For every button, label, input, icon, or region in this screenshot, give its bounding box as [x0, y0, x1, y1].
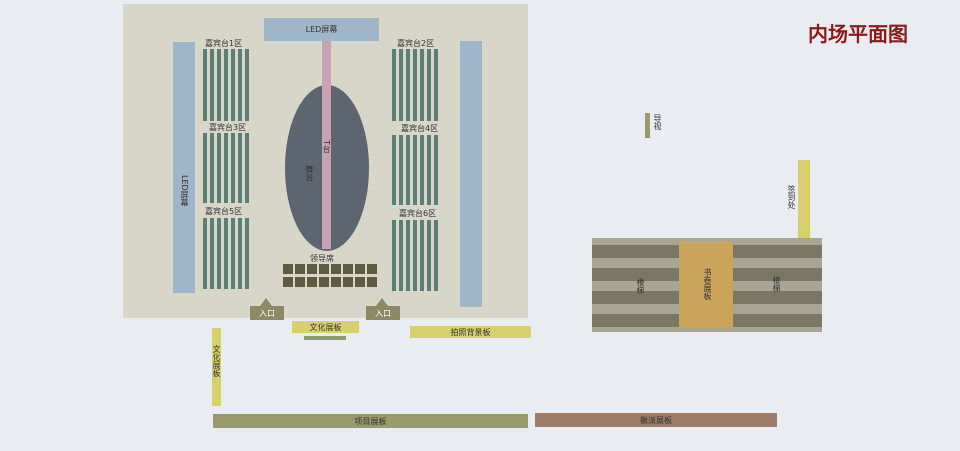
- vip-zone-4-label: 嘉宾台4区: [401, 124, 439, 133]
- vip-zone-4-seats: [392, 135, 438, 205]
- page-title: 内场平面图: [808, 22, 908, 46]
- vip-zone-2-seats: [392, 49, 438, 121]
- check-in-desk: [798, 160, 810, 240]
- culture-board-label: 文化展板: [309, 322, 342, 332]
- guide-sign-label: 导视: [653, 114, 662, 130]
- leader-seats-label: 领导席: [310, 254, 334, 263]
- project-board: 项目展板: [213, 414, 528, 428]
- vip-zone-2-label: 嘉宾台2区: [397, 39, 435, 48]
- led-screen-right: [460, 41, 482, 307]
- runway-label: T台: [322, 140, 331, 153]
- led-screen-top-label: LED屏幕: [305, 25, 338, 34]
- check-in-desk-label: 签到处: [787, 185, 796, 209]
- runway: [322, 41, 331, 249]
- guide-sign: [645, 113, 650, 138]
- book-scroll-board: [679, 241, 733, 328]
- vip-zone-6-label: 嘉宾台6区: [399, 209, 437, 218]
- led-screen-left-label: LED屏幕: [180, 175, 189, 207]
- book-scroll-board-label: 书卷展板: [703, 268, 712, 300]
- culture-board-vertical: [212, 328, 221, 406]
- entrance-right-label: 入口: [375, 308, 391, 318]
- culture-board: 文化展板: [292, 321, 359, 333]
- vip-zone-5-seats: [203, 218, 249, 289]
- vip-zone-5-label: 嘉宾台5区: [205, 207, 243, 216]
- vip-zone-3-label: 嘉宾台3区: [209, 123, 247, 132]
- entrance-arrow-left: [260, 298, 272, 306]
- led-screen-top: LED屏幕: [264, 18, 379, 41]
- entrance-arrow-right: [376, 298, 388, 306]
- photo-backdrop-label: 拍照背景板: [450, 327, 491, 337]
- project-board-label: 项目展板: [354, 416, 387, 426]
- stairs-left-label: 楼梯: [636, 278, 645, 294]
- photo-backdrop: 拍照背景板: [410, 326, 531, 338]
- entrance-left[interactable]: 入口: [250, 306, 284, 320]
- vip-zone-3-seats: [203, 133, 249, 203]
- culture-board-base: [304, 336, 346, 340]
- vip-zone-6-seats: [392, 220, 438, 291]
- vip-zone-1-label: 嘉宾台1区: [205, 39, 243, 48]
- entrance-right[interactable]: 入口: [366, 306, 400, 320]
- led-screen-left: [173, 42, 195, 293]
- stage-label: 舞台: [305, 165, 314, 181]
- vip-zone-1-seats: [203, 49, 249, 121]
- stairs-right-label: 楼梯: [772, 276, 781, 292]
- culture-board-vertical-label: 文化展板: [212, 345, 221, 377]
- entrance-left-label: 入口: [259, 308, 275, 318]
- hui-style-board: 徽派展板: [535, 413, 777, 427]
- leader-seats: [283, 264, 377, 288]
- hui-style-board-label: 徽派展板: [640, 415, 672, 425]
